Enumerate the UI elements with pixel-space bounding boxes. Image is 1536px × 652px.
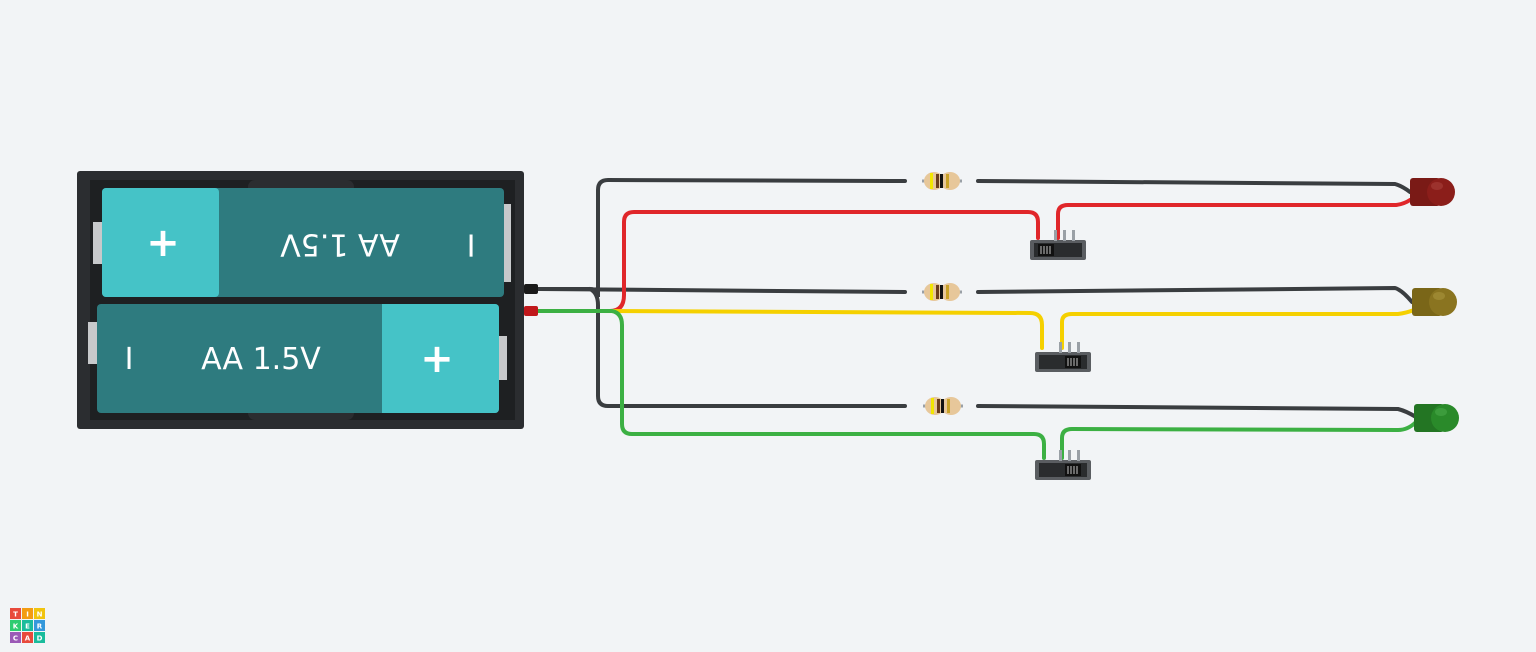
logo-cell [22,608,33,619]
battery-top-label: AA 1.5V [280,227,400,262]
logo-cell [10,620,21,631]
wire-black-resistor-2-to-led[interactable] [976,285,1414,304]
battery-pack[interactable]: + AA 1.5V I I AA 1.5V + [77,171,538,429]
wire-green-main[interactable] [535,309,1046,460]
battery-terminal-negative[interactable] [524,284,538,294]
logo-cell [10,608,21,619]
logo-cell [22,620,33,631]
switch-1-grip[interactable] [1037,243,1055,257]
wire-black-resistor-1-to-led[interactable] [976,179,1412,194]
wire-red-switch-to-led[interactable] [1056,198,1412,240]
resistor-3[interactable] [921,395,965,417]
battery-bottom-plus: + [420,336,454,382]
resistor-2[interactable] [920,281,964,303]
logo-letter: D [37,635,43,643]
switch-3-grip[interactable] [1064,463,1082,477]
logo-cell [34,620,45,631]
wire-yellow-switch-to-led[interactable] [1060,308,1416,350]
battery-top-minus: I [467,227,476,262]
logo-letter: R [37,623,43,631]
wire-black-main[interactable] [535,177,907,298]
logo-letter: I [26,611,29,619]
battery-terminal-positive[interactable] [524,306,538,316]
wire-black-resistor-3-to-led[interactable] [976,404,1418,419]
battery-bottom-label: AA 1.5V [201,342,321,377]
logo-cell [10,632,21,643]
logo-cell [22,632,33,643]
wire-green-switch-to-led[interactable] [1060,420,1418,460]
wire-black-to-resistor-2[interactable] [538,287,907,294]
yellow-led[interactable] [1412,288,1457,316]
red-led[interactable] [1410,178,1455,206]
black-wires[interactable] [535,177,1418,419]
wire-red-main[interactable] [535,210,1040,313]
switch-2-grip[interactable] [1064,355,1082,369]
logo-letter: T [13,611,18,619]
logo-letter: A [25,635,31,643]
wire-black-to-resistor-3[interactable] [588,287,907,408]
red-wires[interactable] [535,198,1412,313]
logo-letter: N [37,611,43,619]
yellow-wires[interactable] [598,308,1416,350]
battery-cell-top[interactable]: + AA 1.5V I [93,188,511,297]
battery-cell-bottom[interactable]: I AA 1.5V + [88,304,507,413]
wire-yellow-main[interactable] [598,309,1044,350]
green-led[interactable] [1414,404,1459,432]
logo-letter: K [13,623,19,631]
battery-bottom-minus: I [125,342,134,377]
logo-letter: E [25,623,30,631]
logo-letter: C [13,635,18,643]
logo-cell [34,632,45,643]
green-wires[interactable] [535,309,1418,460]
resistor-1[interactable] [920,170,964,192]
battery-top-plus: + [146,220,180,266]
logo-cell [34,608,45,619]
